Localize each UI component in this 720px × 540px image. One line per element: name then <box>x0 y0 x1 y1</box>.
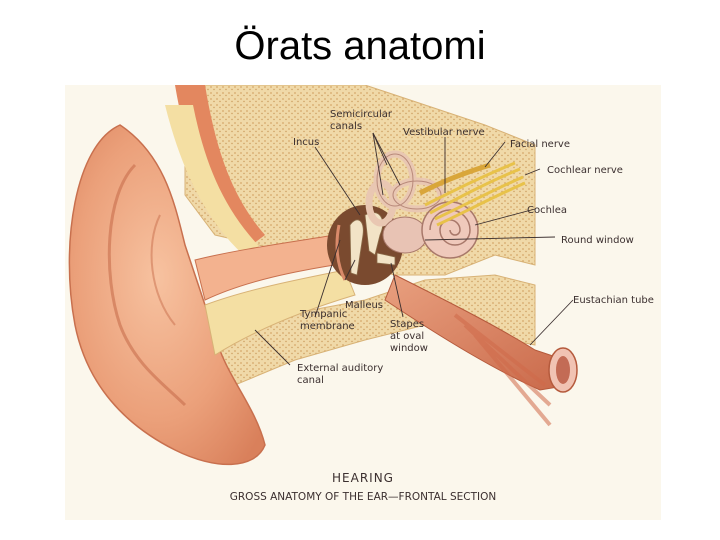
label-cochlea: Cochlea <box>527 205 567 216</box>
malleus-bone <box>349 219 364 276</box>
slide-title: Örats anatomi <box>234 24 486 68</box>
label-semicircular-line1: Semicircular <box>330 109 393 120</box>
pinna-fold <box>107 163 187 407</box>
vestibule <box>382 216 428 254</box>
label-tympanic-line1: Tympanic <box>300 309 348 320</box>
stapes-bone <box>376 252 396 266</box>
tympanic-membrane <box>335 224 347 281</box>
figure-caption-title: HEARING <box>332 471 394 485</box>
label-cochlear-nerve: Cochlear nerve <box>547 165 623 176</box>
leader-lines <box>254 132 574 366</box>
label-stapes-line1: Stapes <box>390 319 425 330</box>
label-external-line1: External auditory <box>297 363 384 374</box>
ear-anatomy-figure: Semicircular canals Incus Vestibular ner… <box>65 85 661 520</box>
label-eustachian-tube: Eustachian tube <box>573 295 654 306</box>
fat-layer <box>165 105 270 265</box>
label-tympanic-line2: membrane <box>300 321 355 332</box>
label-incus: Incus <box>293 137 320 148</box>
label-semicircular-line2: canals <box>330 121 363 132</box>
figure-caption-subtitle: GROSS ANATOMY OF THE EAR—FRONTAL SECTION <box>229 491 497 503</box>
nerve-bundle <box>424 161 526 227</box>
muscle-streaks <box>453 313 552 427</box>
lower-bone <box>204 274 536 386</box>
label-external-line2: canal <box>297 375 324 386</box>
label-round-window: Round window <box>561 235 634 246</box>
label-stapes-line2: at oval <box>390 331 425 342</box>
ear-illustration <box>68 85 578 466</box>
pinna <box>68 124 266 466</box>
label-facial-nerve: Facial nerve <box>510 139 570 150</box>
vestibular-nerve-shape <box>418 162 491 196</box>
label-vestibular-nerve: Vestibular nerve <box>403 127 485 138</box>
canal-lower-tissue <box>204 269 356 356</box>
label-malleus: Malleus <box>345 300 384 311</box>
pinna-fold-2 <box>150 214 176 326</box>
label-stapes-line3: window <box>390 343 428 354</box>
